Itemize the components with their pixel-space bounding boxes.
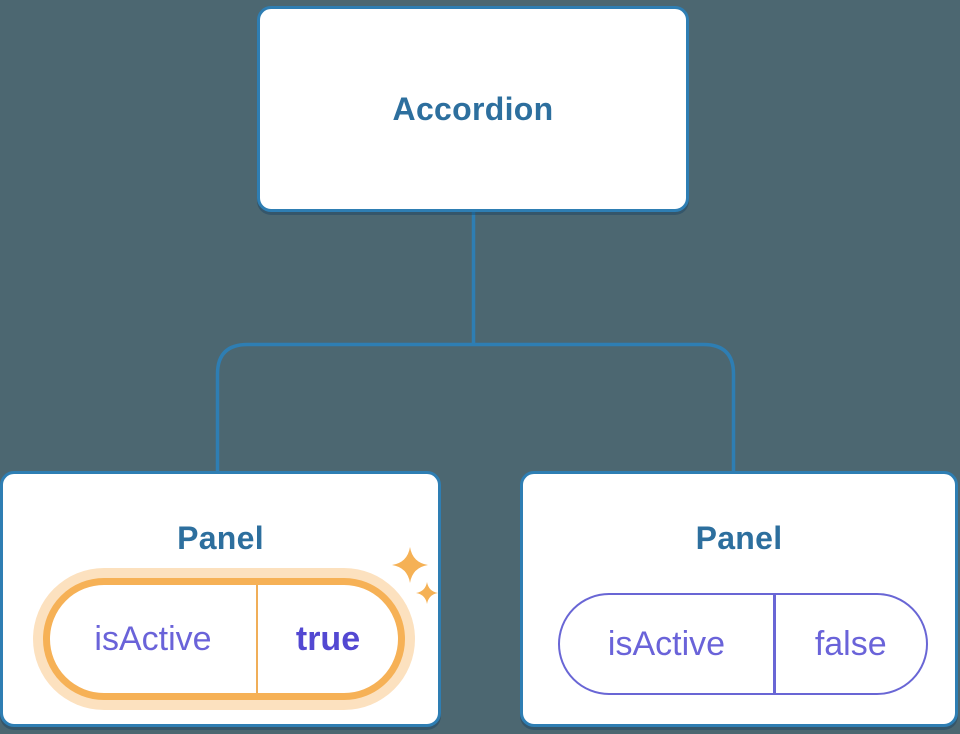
panel-node-inactive: Panel isActive false [520, 471, 958, 727]
connector-branches [215, 342, 736, 471]
state-prop-value: false [814, 624, 887, 663]
pill-divider [256, 585, 258, 693]
accordion-node: Accordion [257, 6, 689, 212]
accordion-node-label: Accordion [392, 90, 554, 127]
sparkles-icon [392, 547, 438, 604]
panel-node-label: Panel [177, 520, 264, 556]
panel-node-active: Panel isActive true [0, 471, 441, 727]
state-prop-name: isActive [607, 624, 726, 663]
state-pill-inactive: isActive false [558, 593, 928, 695]
state-prop-name: isActive [94, 619, 212, 658]
panel-node-label: Panel [695, 520, 783, 556]
state-pill-active: isActive true [43, 578, 405, 700]
pill-divider [773, 595, 776, 693]
state-prop-value: true [295, 619, 361, 658]
